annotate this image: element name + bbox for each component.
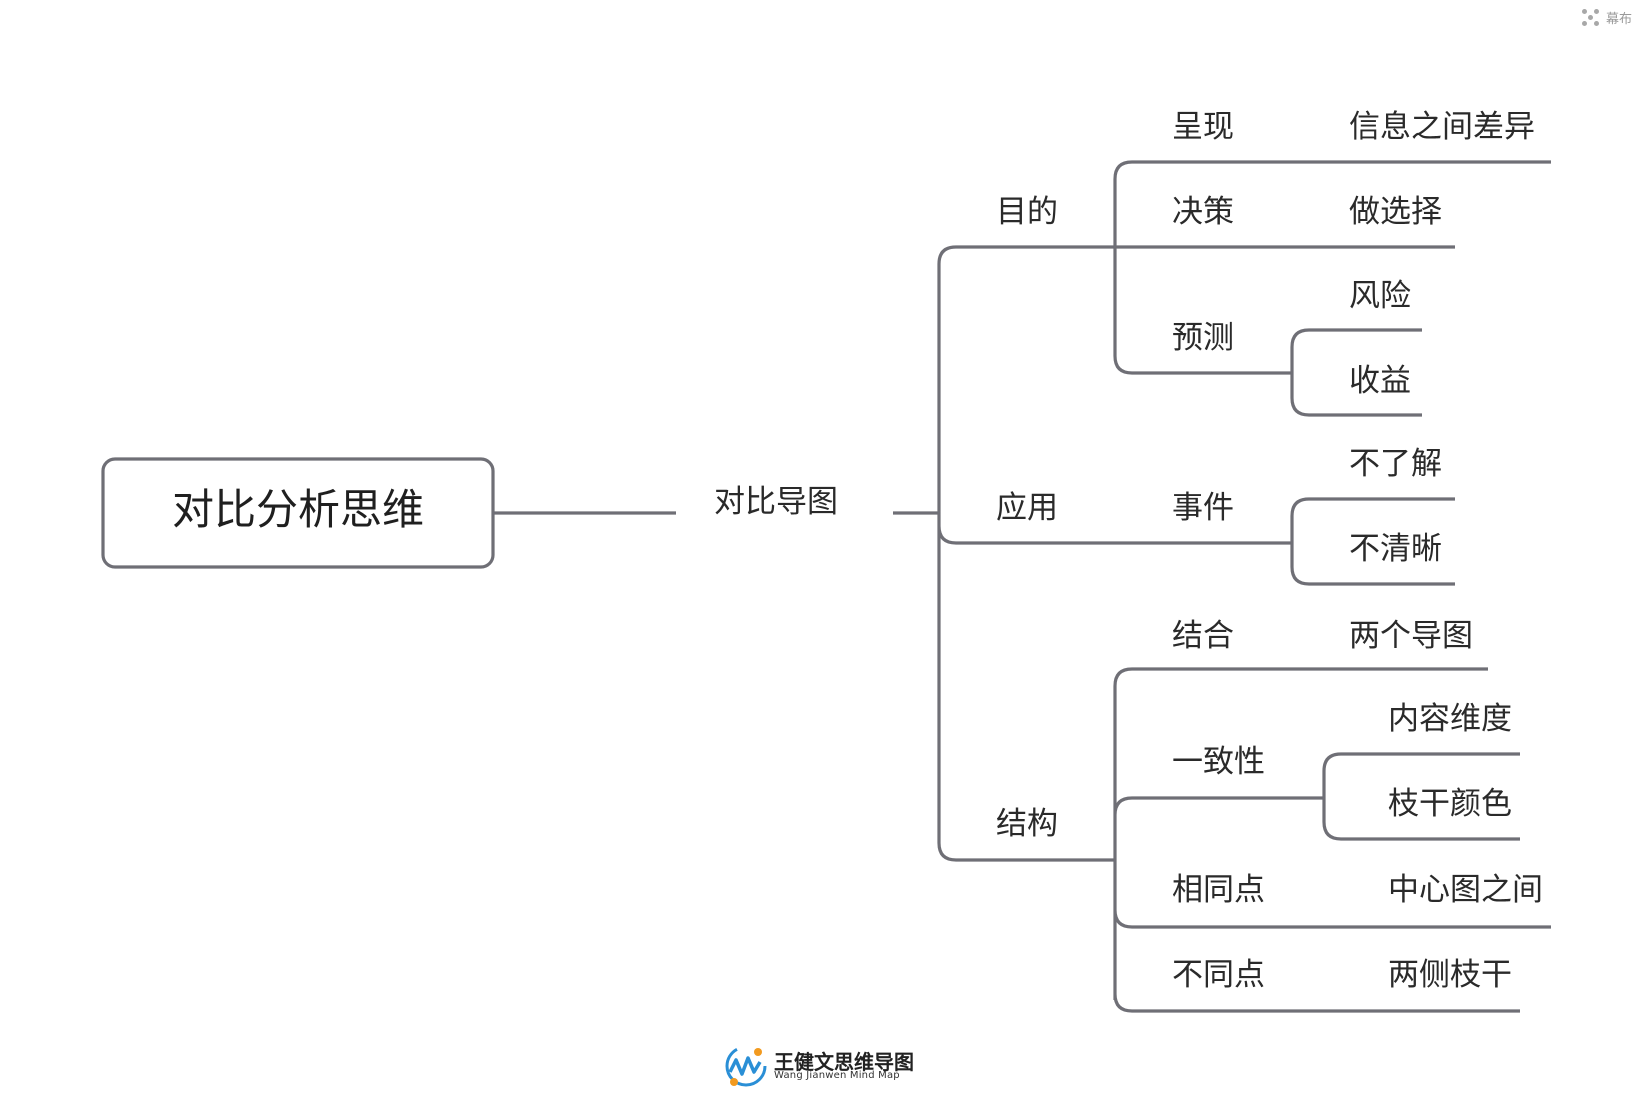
mubu-dots-icon [1581,8,1600,27]
leaf-label-fengxian[interactable]: 风险 [1349,278,1411,314]
mubu-brand-label: 幕布 [1605,12,1632,27]
node-label-shijian[interactable]: 事件 [1172,490,1234,526]
node-label-yuce[interactable]: 预测 [1172,320,1234,356]
leaf-label-jiehe[interactable]: 两个导图 [1349,618,1473,654]
main-trunk-connector [893,245,1292,862]
leaf-label-chengxian[interactable]: 信息之间差异 [1349,109,1535,145]
node-label-butongdian[interactable]: 不同点 [1172,957,1265,993]
node-label-yizhixing[interactable]: 一致性 [1172,744,1265,780]
jiegou-subtree-connector [1113,667,1551,1013]
wjw-mindmap-logo-icon [725,1045,767,1087]
main-topic-label[interactable]: 对比导图 [714,484,838,520]
watermark-subtitle: Wang Jianwen Mind Map [774,1070,900,1081]
node-label-xiangtongdian[interactable]: 相同点 [1172,872,1265,908]
leaf-label-juece[interactable]: 做选择 [1349,194,1442,230]
mudi-subtree-connector [1113,160,1551,375]
watermark: 王健文思维导图 Wang Jianwen Mind Map [722,1042,932,1090]
watermark-title: 王健文思维导图 [774,1050,914,1074]
shijian-leaf-connector [1290,497,1455,586]
branch-label-yingyong[interactable]: 应用 [996,490,1058,526]
node-label-chengxian[interactable]: 呈现 [1172,109,1234,145]
leaf-label-neirongweidu[interactable]: 内容维度 [1388,701,1512,737]
leaf-label-xiangtongdian[interactable]: 中心图之间 [1388,872,1543,908]
leaf-label-shouyi[interactable]: 收益 [1349,363,1411,399]
mubu-brand[interactable]: 幕布 [1581,8,1632,27]
branch-label-mudi[interactable]: 目的 [996,194,1058,230]
node-label-juece[interactable]: 决策 [1172,194,1234,230]
branch-label-jiegou[interactable]: 结构 [996,806,1058,842]
yizhixing-leaf-connector [1322,752,1520,841]
leaf-label-buliaojie[interactable]: 不了解 [1349,446,1442,482]
node-label-jiehe[interactable]: 结合 [1172,618,1234,654]
leaf-label-butongdian[interactable]: 两侧枝干 [1388,957,1512,993]
leaf-label-zhiganyanse[interactable]: 枝干颜色 [1388,786,1512,822]
yuce-leaf-connector [1290,328,1422,417]
leaf-label-buqingxi[interactable]: 不清晰 [1349,531,1442,567]
root-node-label[interactable]: 对比分析思维 [172,485,424,534]
